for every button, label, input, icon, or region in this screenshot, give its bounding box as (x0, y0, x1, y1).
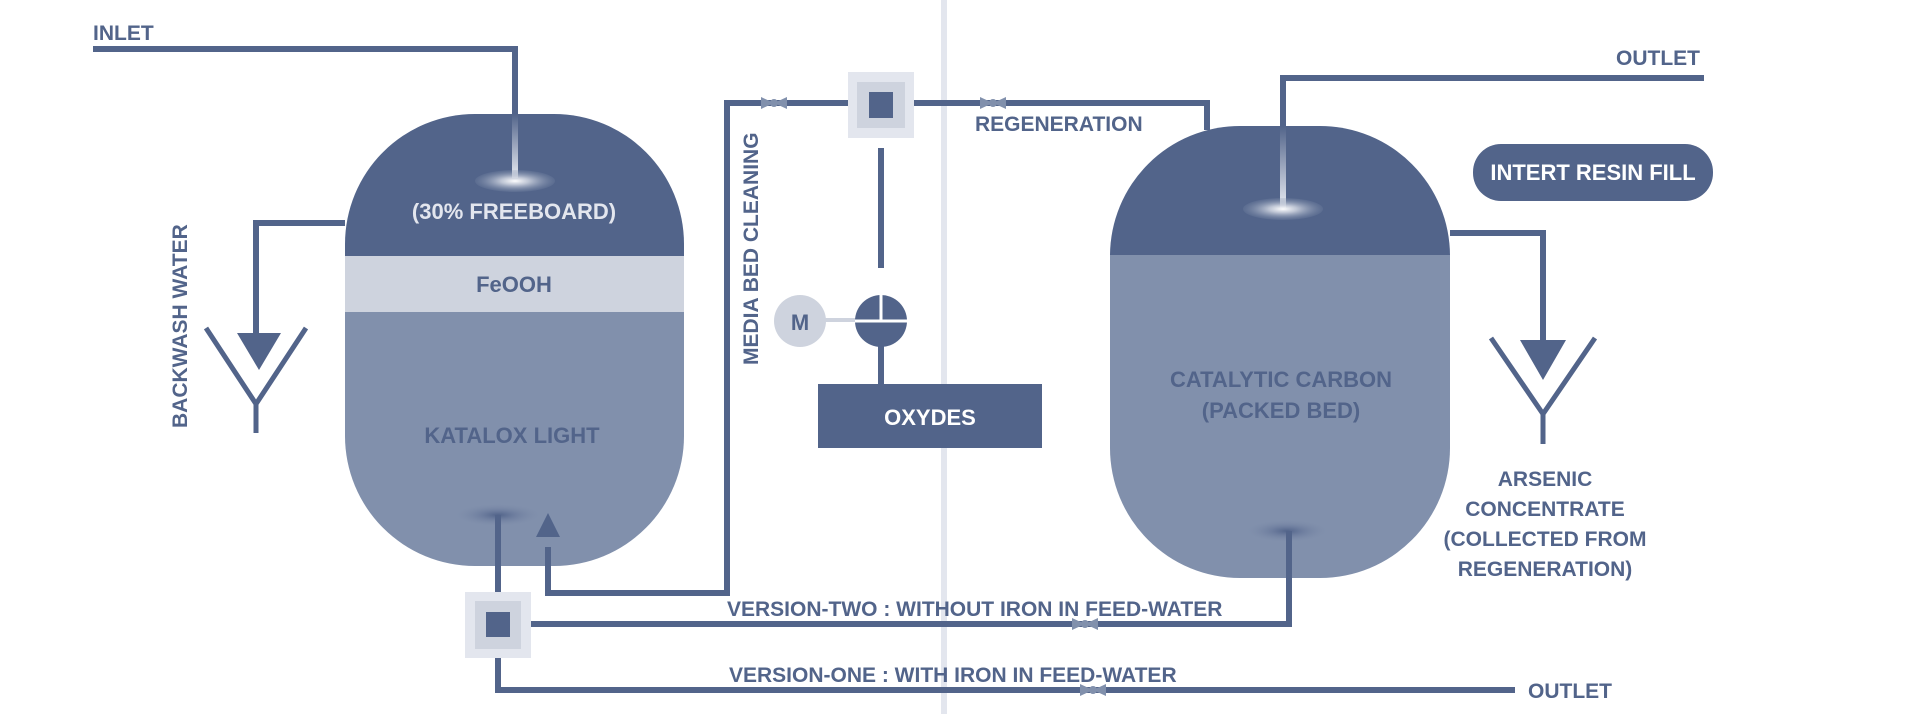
inlet-label: INLET (93, 22, 154, 45)
resin-fill-label: INTERT RESIN FILL (1490, 160, 1695, 185)
inlet-pipe (93, 46, 518, 114)
katalox-label: KATALOX LIGHT (424, 423, 600, 448)
feooh-label: FeOOH (476, 272, 552, 297)
arsenic-label-1: ARSENIC (1498, 468, 1593, 491)
catalytic-label-2: (PACKED BED) (1202, 398, 1360, 423)
version-one-pipe (495, 658, 1515, 693)
arsenic-funnel-icon (1488, 336, 1598, 444)
bottom-control-valve-core (486, 612, 510, 637)
arsenic-drain-icon (1520, 340, 1566, 380)
outlet-top-nozzle (1243, 198, 1323, 220)
outlet-top-label: OUTLET (1616, 47, 1700, 70)
arsenic-label-2: CONCENTRATE (1465, 498, 1624, 521)
motor-icon[interactable] (774, 295, 826, 347)
inlet-nozzle (475, 170, 555, 192)
arsenic-label-3: (COLLECTED FROM (1444, 528, 1647, 551)
outlet-top-feed (1280, 126, 1286, 208)
backwash-label: BACKWASH WATER (169, 224, 192, 428)
valve-icon (980, 97, 1006, 109)
version-two-label: VERSION-TWO : WITHOUT IRON IN FEED-WATER (727, 598, 1222, 621)
regeneration-pipe (914, 100, 1210, 130)
motor-label: M (791, 310, 809, 335)
valve-icon (1080, 684, 1106, 696)
inlet-feed (512, 114, 518, 178)
valve-icon (1072, 618, 1098, 630)
outlet-top-pipe (1280, 75, 1704, 126)
outlet-bottom-label: OUTLET (1528, 680, 1612, 703)
backwash-funnel-icon (203, 326, 309, 433)
backwash-drain-icon (237, 333, 281, 370)
version-two-pipe (531, 531, 1292, 627)
oxydes-label: OXYDES (884, 405, 976, 430)
freeboard-label: (30% FREEBOARD) (412, 199, 616, 224)
version-one-label: VERSION-ONE : WITH IRON IN FEED-WATER (729, 664, 1177, 687)
valve-icon (761, 97, 787, 109)
up-arrow-icon (536, 513, 560, 537)
media-bed-label: MEDIA BED CLEANING (740, 132, 763, 365)
arsenic-label-4: REGENERATION) (1458, 558, 1633, 581)
regeneration-label: REGENERATION (975, 113, 1143, 136)
resin-fill-badge (1473, 144, 1713, 201)
arsenic-drain-pipe (1450, 230, 1546, 341)
oxydes-box (818, 384, 1042, 448)
pump-icon[interactable] (855, 295, 907, 347)
catalytic-label-1: CATALYTIC CARBON (1170, 367, 1392, 392)
backwash-pipe (253, 220, 345, 335)
top-control-valve-core (869, 92, 893, 118)
